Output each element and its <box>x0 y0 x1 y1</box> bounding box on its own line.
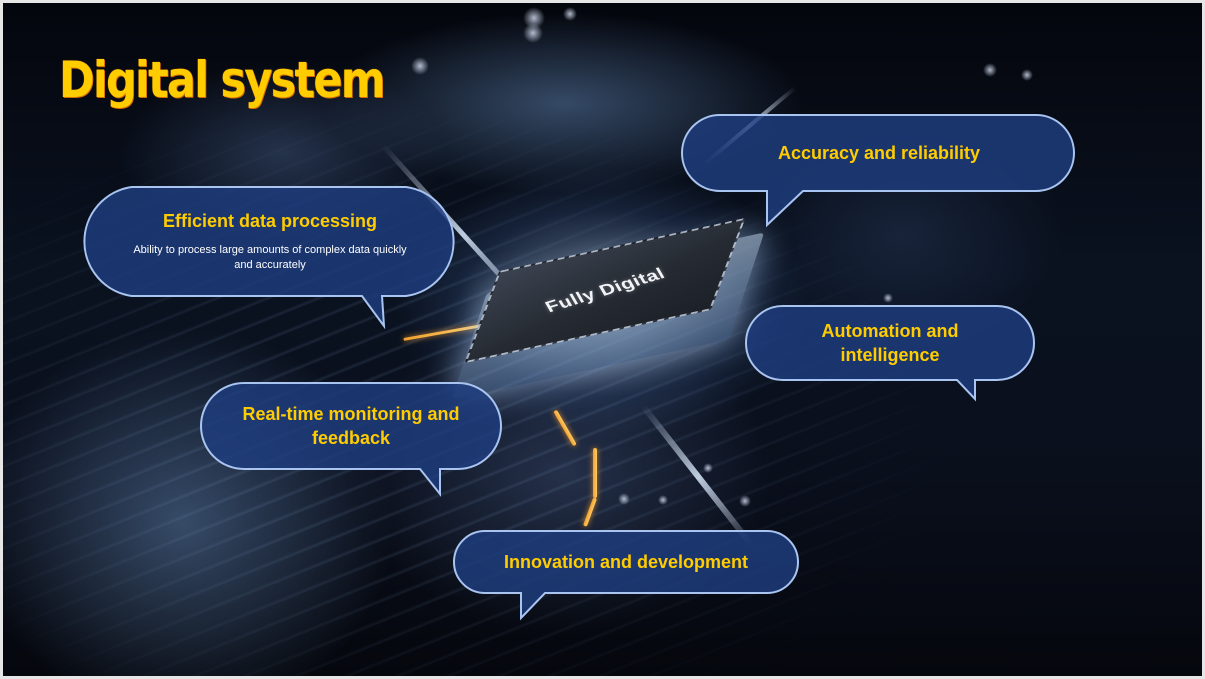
bokeh-light <box>523 23 543 43</box>
speech-bubble-shape <box>453 530 799 621</box>
speech-bubble-shape <box>83 186 455 330</box>
chip-label: Fully Digital <box>541 264 668 316</box>
speech-bubble-shape <box>200 382 502 497</box>
bubble-real-time-monitoring: Real-time monitoring and feedback <box>200 382 502 497</box>
bubble-title: Real-time monitoring and feedback <box>242 404 460 448</box>
bokeh-light <box>618 493 630 505</box>
bubble-title: Automation and intelligence <box>821 321 959 365</box>
bokeh-light <box>883 293 893 303</box>
bubble-title: Accuracy and reliability <box>777 143 981 163</box>
processor-chip: Fully Digital <box>451 217 773 401</box>
bokeh-light <box>411 57 429 75</box>
slide-title: Digital system <box>59 51 386 109</box>
speech-bubble-shape <box>681 114 1075 228</box>
bokeh-light <box>658 495 668 505</box>
circuit-trace <box>582 497 598 527</box>
bubble-automation-and-intelligence: Automation and intelligence <box>745 305 1035 402</box>
bubble-accuracy-and-reliability: Accuracy and reliability <box>681 114 1077 230</box>
bubble-description: Ability to process large amounts of comp… <box>133 244 407 271</box>
bubble-title: Innovation and development <box>503 552 749 572</box>
bokeh-light <box>703 463 713 473</box>
bokeh-light <box>983 63 997 77</box>
circuit-trace <box>553 409 577 447</box>
bubble-title: Efficient data processing <box>162 211 378 231</box>
bubble-innovation-and-development: Innovation and development <box>453 530 799 621</box>
bubble-efficient-data-processing: Efficient data processing Ability to pro… <box>77 186 463 330</box>
bokeh-light <box>563 7 577 21</box>
bokeh-light <box>1021 69 1033 81</box>
light-beam <box>640 404 757 550</box>
bokeh-light <box>739 495 751 507</box>
slide: Fully Digital Digital system Efficient d… <box>3 3 1202 676</box>
circuit-trace <box>593 448 597 498</box>
speech-bubble-shape <box>745 305 1035 402</box>
